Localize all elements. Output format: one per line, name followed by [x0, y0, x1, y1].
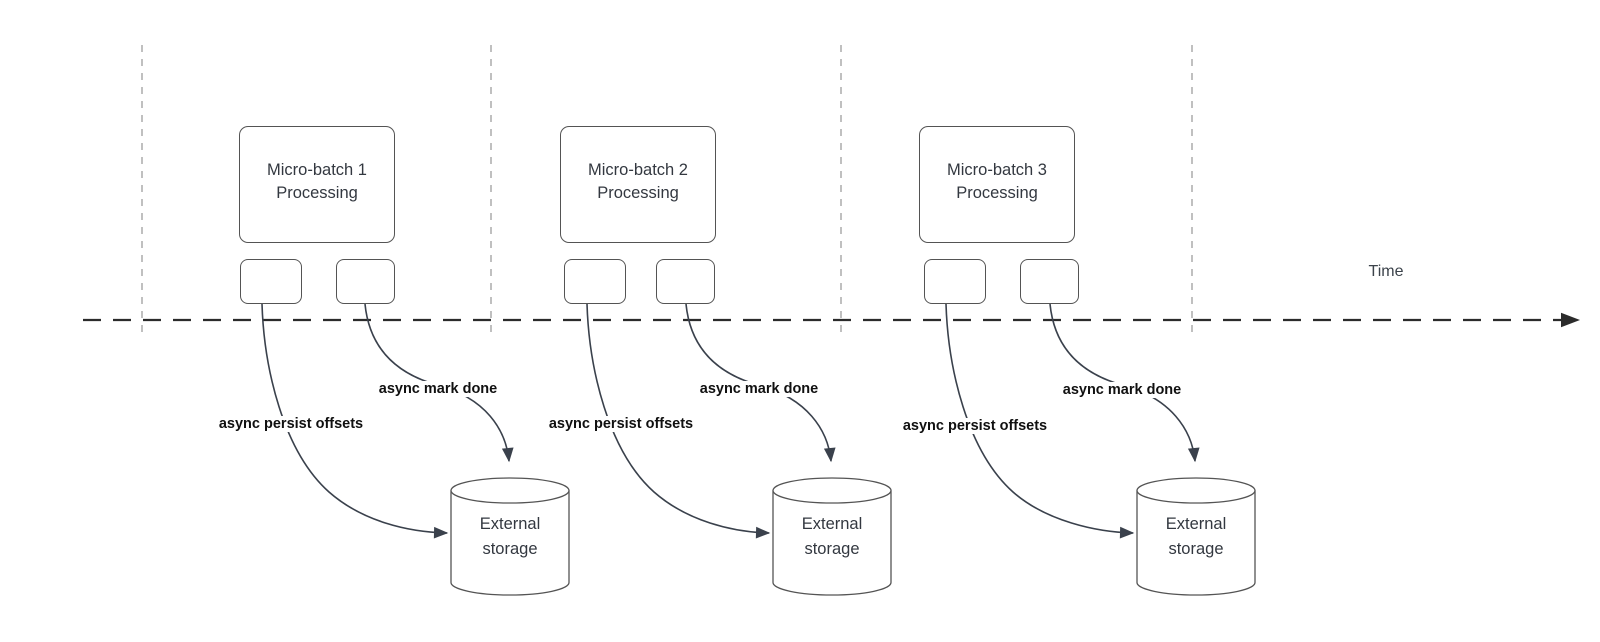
persist-arrow-label: async persist offsets — [215, 416, 367, 432]
done-port-box-1 — [336, 259, 395, 304]
time-axis-arrowhead — [1561, 312, 1580, 328]
persist-offsets-arrow-2 — [586, 303, 771, 539]
done-arrow-label: async mark done — [1059, 382, 1185, 398]
storage-label: External storage — [480, 512, 541, 562]
time-axis-label: Time — [1368, 263, 1404, 280]
storage-label-line2: storage — [1168, 540, 1224, 558]
micro-batch-title: Micro-batch 2 — [588, 160, 688, 179]
micro-batch-box-2: Micro-batch 2 Processing — [560, 126, 716, 243]
micro-batch-subtitle: Processing — [276, 183, 358, 202]
micro-batch-subtitle: Processing — [956, 183, 1038, 202]
storage-label-line1: External — [479, 515, 541, 533]
done-port-box-2 — [656, 259, 715, 304]
persist-port-box-1 — [240, 259, 302, 304]
storage-cylinder-2 — [772, 477, 892, 596]
storage-label: External storage — [1166, 512, 1227, 562]
persist-offsets-arrow-3 — [945, 303, 1135, 539]
storage-label-line2: storage — [804, 540, 860, 558]
storage-label-line1: External — [801, 515, 863, 533]
done-port-box-3 — [1020, 259, 1079, 304]
micro-batch-subtitle: Processing — [597, 183, 679, 202]
storage-cylinder-3 — [1136, 477, 1256, 596]
micro-batch-box-3: Micro-batch 3 Processing — [919, 126, 1075, 243]
persist-port-box-3 — [924, 259, 986, 304]
persist-arrow-label: async persist offsets — [899, 418, 1051, 434]
storage-label-line1: External — [1165, 515, 1227, 533]
done-arrow-label: async mark done — [696, 381, 822, 397]
storage-label-line2: storage — [482, 540, 538, 558]
persist-offsets-arrow-1 — [261, 303, 449, 539]
done-arrow-label: async mark done — [375, 381, 501, 397]
persist-port-box-2 — [564, 259, 626, 304]
storage-cylinder-1 — [450, 477, 570, 596]
micro-batch-title: Micro-batch 3 — [947, 160, 1047, 179]
persist-arrow-label: async persist offsets — [545, 416, 697, 432]
micro-batch-box-1: Micro-batch 1 Processing — [239, 126, 395, 243]
micro-batch-title: Micro-batch 1 — [267, 160, 367, 179]
storage-label: External storage — [802, 512, 863, 562]
